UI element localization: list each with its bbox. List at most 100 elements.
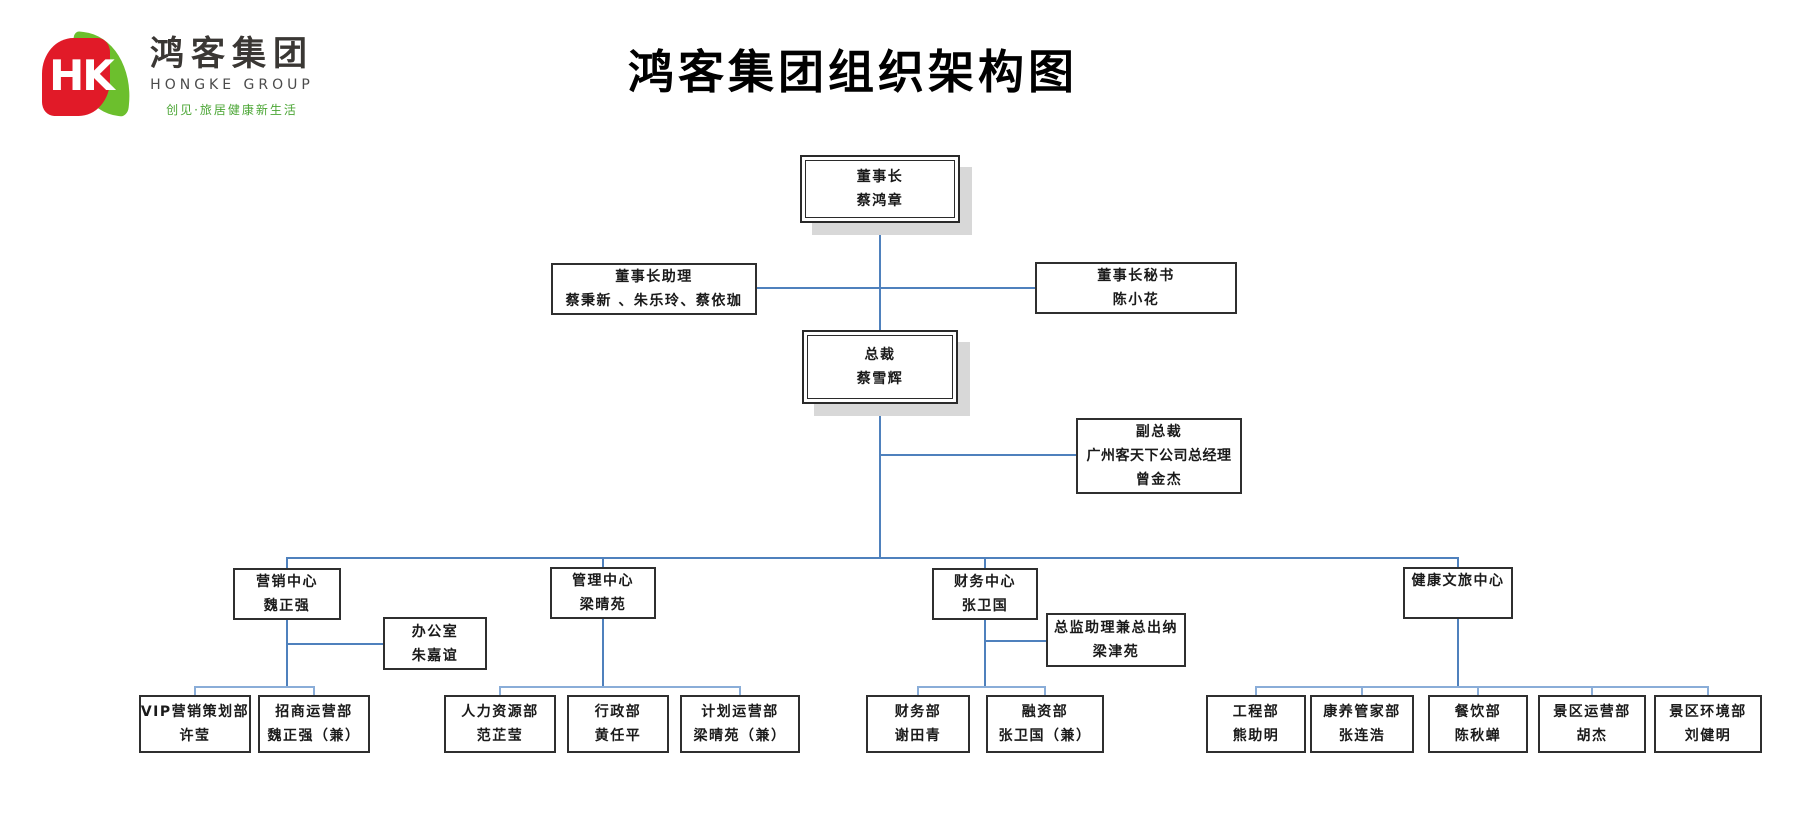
node-name: 胡杰 [1576, 728, 1608, 744]
node-title: 营销中心 [256, 574, 318, 590]
connector-line [499, 686, 501, 696]
node-title: 财务中心 [954, 574, 1016, 590]
connector-line [1044, 686, 1046, 696]
node-title: 董事长 [856, 169, 904, 185]
org-node-chairman: 董事长 蔡鸿章 [800, 155, 960, 223]
hongke-logo-icon: HK [42, 30, 137, 120]
org-node-chairman-secretary: 董事长秘书 陈小花 [1035, 262, 1237, 314]
org-node-finance-center: 财务中心 张卫国 [932, 568, 1038, 620]
org-node-treasurer: 总监助理兼总出纳 梁津苑 [1046, 613, 1186, 667]
connector-line [755, 287, 1035, 289]
node-title: 总监助理兼总出纳 [1054, 620, 1178, 636]
logo-monogram: HK [49, 51, 115, 100]
node-title: 景区运营部 [1553, 704, 1631, 720]
node-name: 蔡秉新 、朱乐玲、蔡依珈 [565, 293, 743, 309]
org-node-planning-operations-dept: 计划运营部 梁晴苑（兼） [680, 695, 800, 753]
logo-red-shape [42, 38, 110, 116]
node-title: 工程部 [1232, 704, 1280, 720]
node-name: 黄任平 [594, 728, 642, 744]
node-name: 朱嘉谊 [411, 647, 459, 664]
connector-line [194, 686, 315, 688]
company-name-en: HONGKE GROUP [150, 77, 314, 94]
node-title: 行政部 [594, 704, 642, 720]
node-name: 魏正强 [263, 598, 311, 614]
node-name: 熊助明 [1232, 728, 1280, 744]
connector-line [286, 557, 288, 569]
org-node-vice-president: 副总裁 广州客天下公司总经理 曾金杰 [1076, 418, 1242, 494]
connector-line [739, 686, 741, 696]
node-title: 人力资源部 [461, 704, 539, 720]
connector-line [286, 557, 1459, 559]
org-node-financing-dept: 融资部 张卫国（兼） [986, 695, 1104, 753]
node-name: 张连浩 [1338, 728, 1386, 744]
connector-line [602, 557, 604, 568]
org-node-chairman-assistant: 董事长助理 蔡秉新 、朱乐玲、蔡依珈 [551, 263, 757, 315]
connector-line [1707, 686, 1709, 696]
org-node-health-tourism-center: 健康文旅中心 [1403, 567, 1513, 619]
org-node-marketing-center: 营销中心 魏正强 [233, 568, 341, 620]
org-node-vip-marketing-dept: VIP营销策划部 许莹 [139, 695, 251, 753]
node-title: 办公室 [411, 623, 459, 640]
node-title: 管理中心 [572, 573, 634, 589]
node-title: 董事长秘书 [1097, 268, 1175, 284]
connector-line [313, 686, 315, 696]
connector-line [879, 454, 1076, 456]
logo-text: 鸿客集团 HONGKE GROUP 创见·旅居健康新生活 [150, 35, 314, 118]
node-title: 财务部 [894, 704, 942, 720]
connector-line [1361, 686, 1363, 696]
node-name: 曾金杰 [1135, 472, 1183, 488]
org-node-management-center: 管理中心 梁晴苑 [550, 567, 656, 619]
node-title: 计划运营部 [701, 704, 779, 720]
node-title: 招商运营部 [275, 704, 353, 720]
node-name: 陈秋蝉 [1454, 728, 1502, 744]
connector-line [499, 686, 741, 688]
node-subtitle: 广州客天下公司总经理 [1086, 448, 1232, 464]
connector-line [1477, 686, 1479, 696]
org-node-office: 办公室 朱嘉谊 [383, 617, 487, 670]
connector-line [602, 619, 604, 688]
org-node-wellness-housekeeping-dept: 康养管家部 张连浩 [1310, 695, 1414, 753]
node-name: 张卫国 [961, 598, 1009, 614]
node-name: 陈小花 [1112, 292, 1160, 308]
node-title: 副总裁 [1135, 424, 1183, 440]
node-title: 餐饮部 [1454, 704, 1502, 720]
node-title: 融资部 [1021, 704, 1069, 720]
connector-line [985, 640, 1046, 642]
node-name: 魏正强（兼） [267, 728, 361, 744]
connector-line [917, 686, 1046, 688]
node-name: 蔡鸿章 [856, 193, 904, 209]
node-name: 蔡雪辉 [856, 371, 904, 387]
node-name: 许莹 [179, 728, 211, 744]
node-name: 梁津苑 [1092, 644, 1140, 660]
connector-line [917, 686, 919, 696]
connector-line [287, 643, 383, 645]
connector-line [879, 404, 881, 558]
node-name: 梁晴苑（兼） [693, 728, 787, 744]
node-name: 范芷莹 [476, 728, 524, 744]
node-title: 健康文旅中心 [1411, 573, 1505, 589]
node-title: 总裁 [864, 347, 896, 363]
org-node-president: 总裁 蔡雪辉 [802, 330, 958, 404]
org-node-scenic-environment-dept: 景区环境部 刘健明 [1654, 695, 1762, 753]
page-title: 鸿客集团组织架构图 [628, 45, 1078, 99]
node-name: 刘健明 [1684, 728, 1732, 744]
org-node-investment-operations-dept: 招商运营部 魏正强（兼） [258, 695, 370, 753]
org-node-scenic-operations-dept: 景区运营部 胡杰 [1538, 695, 1646, 753]
node-name: 张卫国（兼） [998, 728, 1092, 744]
connector-line [1457, 557, 1459, 568]
connector-line [1255, 686, 1257, 696]
node-title: 康养管家部 [1323, 704, 1401, 720]
connector-line [286, 620, 288, 688]
node-name: 谢田青 [894, 728, 942, 744]
connector-line [879, 223, 881, 332]
org-node-admin-dept: 行政部 黄任平 [567, 695, 669, 753]
org-node-hr-dept: 人力资源部 范芷莹 [444, 695, 556, 753]
connector-line [1457, 619, 1459, 688]
node-name: 梁晴苑 [579, 597, 627, 613]
company-tagline: 创见·旅居健康新生活 [166, 103, 298, 118]
connector-line [194, 686, 196, 696]
node-title: 董事长助理 [615, 269, 693, 285]
connector-line [1591, 686, 1593, 696]
org-node-catering-dept: 餐饮部 陈秋蝉 [1428, 695, 1528, 753]
